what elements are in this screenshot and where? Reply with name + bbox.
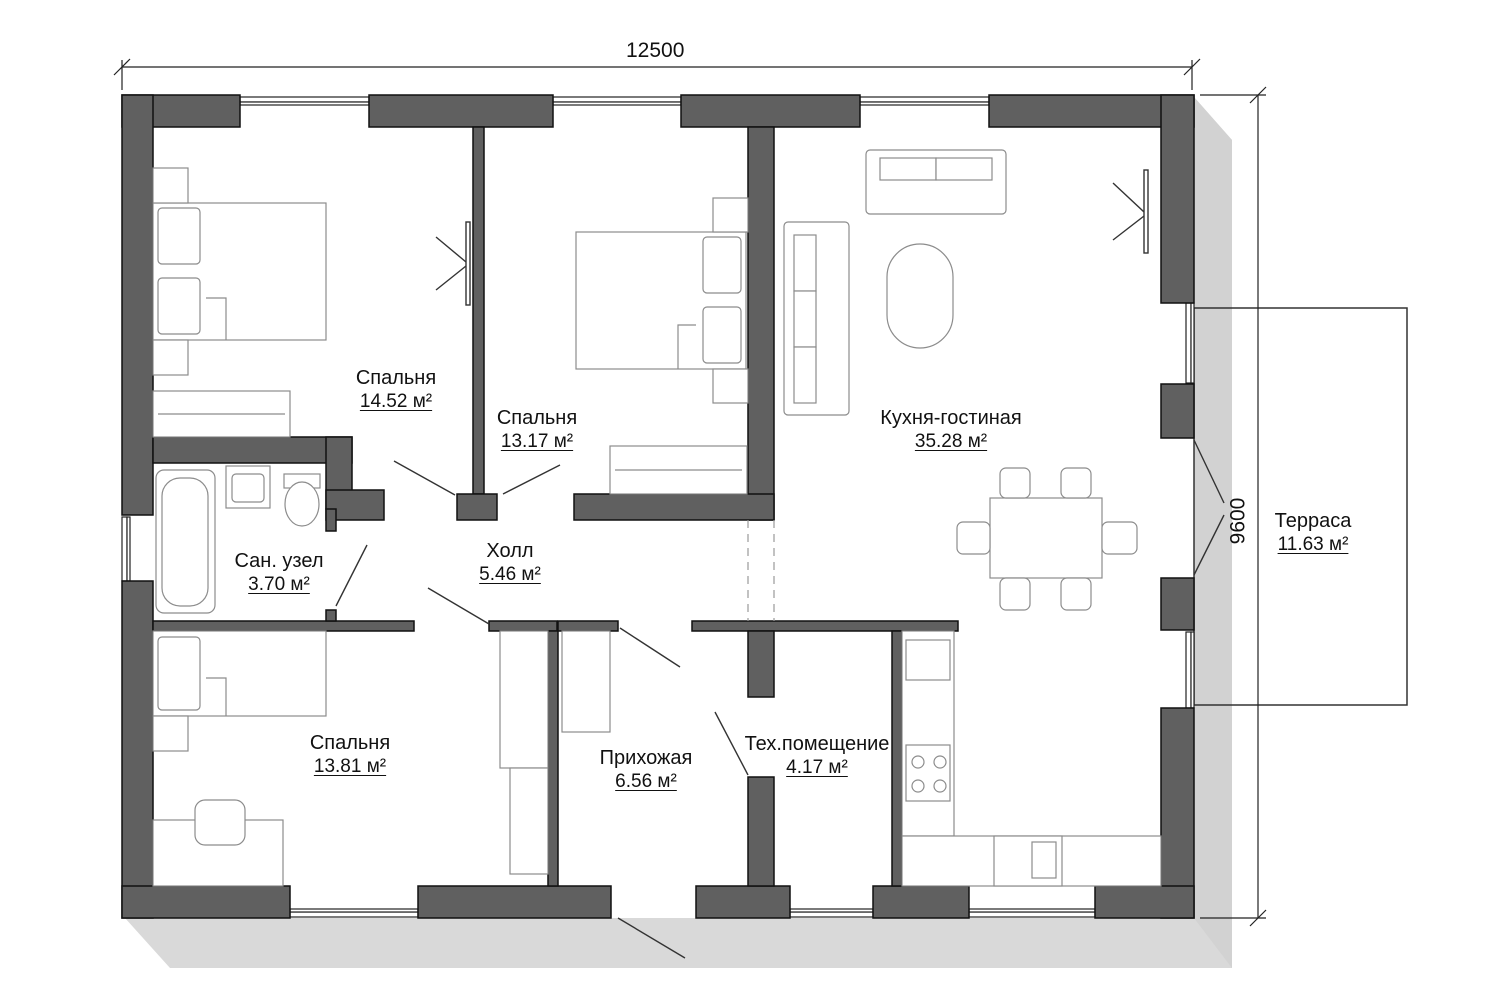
hall-wardrobe-1 [499,630,549,769]
room-area: 4.17 м² [786,757,848,778]
furniture [152,149,1162,887]
terrace-outline [1193,307,1408,706]
room-label-bedroom-3: Спальня 13.81 м² [310,731,390,779]
room-name: Тех.помещение [744,733,890,755]
dining-table [989,497,1103,579]
room-name: Спальня [355,367,437,389]
room-label-entrance: Прихожая 6.56 м² [600,746,693,794]
room-area: 13.81 м² [313,756,387,777]
room-area: 11.63 м² [1277,534,1349,555]
doors [335,169,1225,959]
shoe-cabinet [509,767,549,875]
room-name: Спальня [309,732,391,754]
room-area: 5.46 м² [479,564,541,585]
room-label-bedroom-1: Спальня 14.52 м² [356,366,436,414]
zone-dashes [747,520,775,621]
room-label-bedroom-2: Спальня 13.17 м² [497,406,577,454]
height-dimension-label: 9600 [1226,497,1250,545]
room-name: Кухня-гостиная [880,407,1022,429]
room-label-kitchen-living: Кухня-гостиная 35.28 м² [880,406,1022,454]
width-dimension-label: 12500 [626,39,685,62]
coffee-table [886,243,954,349]
room-label-bathroom: Сан. узел 3.70 м² [234,549,323,597]
plan-shadow-side [1194,97,1232,968]
windows [121,96,1195,918]
dimension-lines [113,58,1267,927]
room-area: 6.56 м² [615,771,677,792]
room-name: Холл [486,540,534,562]
room-area: 14.52 м² [359,391,433,412]
room-name: Прихожая [599,747,693,769]
room-name: Сан. узел [234,550,324,572]
room-area: 13.17 м² [500,431,574,452]
room-label-utility: Тех.помещение 4.17 м² [745,732,890,780]
room-area: 3.70 м² [248,574,310,595]
room-area: 35.28 м² [914,431,988,452]
room-name: Спальня [496,407,578,429]
room-name: Терраса [1274,510,1352,532]
room-label-terrace: Терраса 11.63 м² [1275,509,1352,557]
hall-wardrobe-2 [561,630,611,733]
walls [121,94,1195,919]
room-label-hall: Холл 5.46 м² [479,539,541,587]
